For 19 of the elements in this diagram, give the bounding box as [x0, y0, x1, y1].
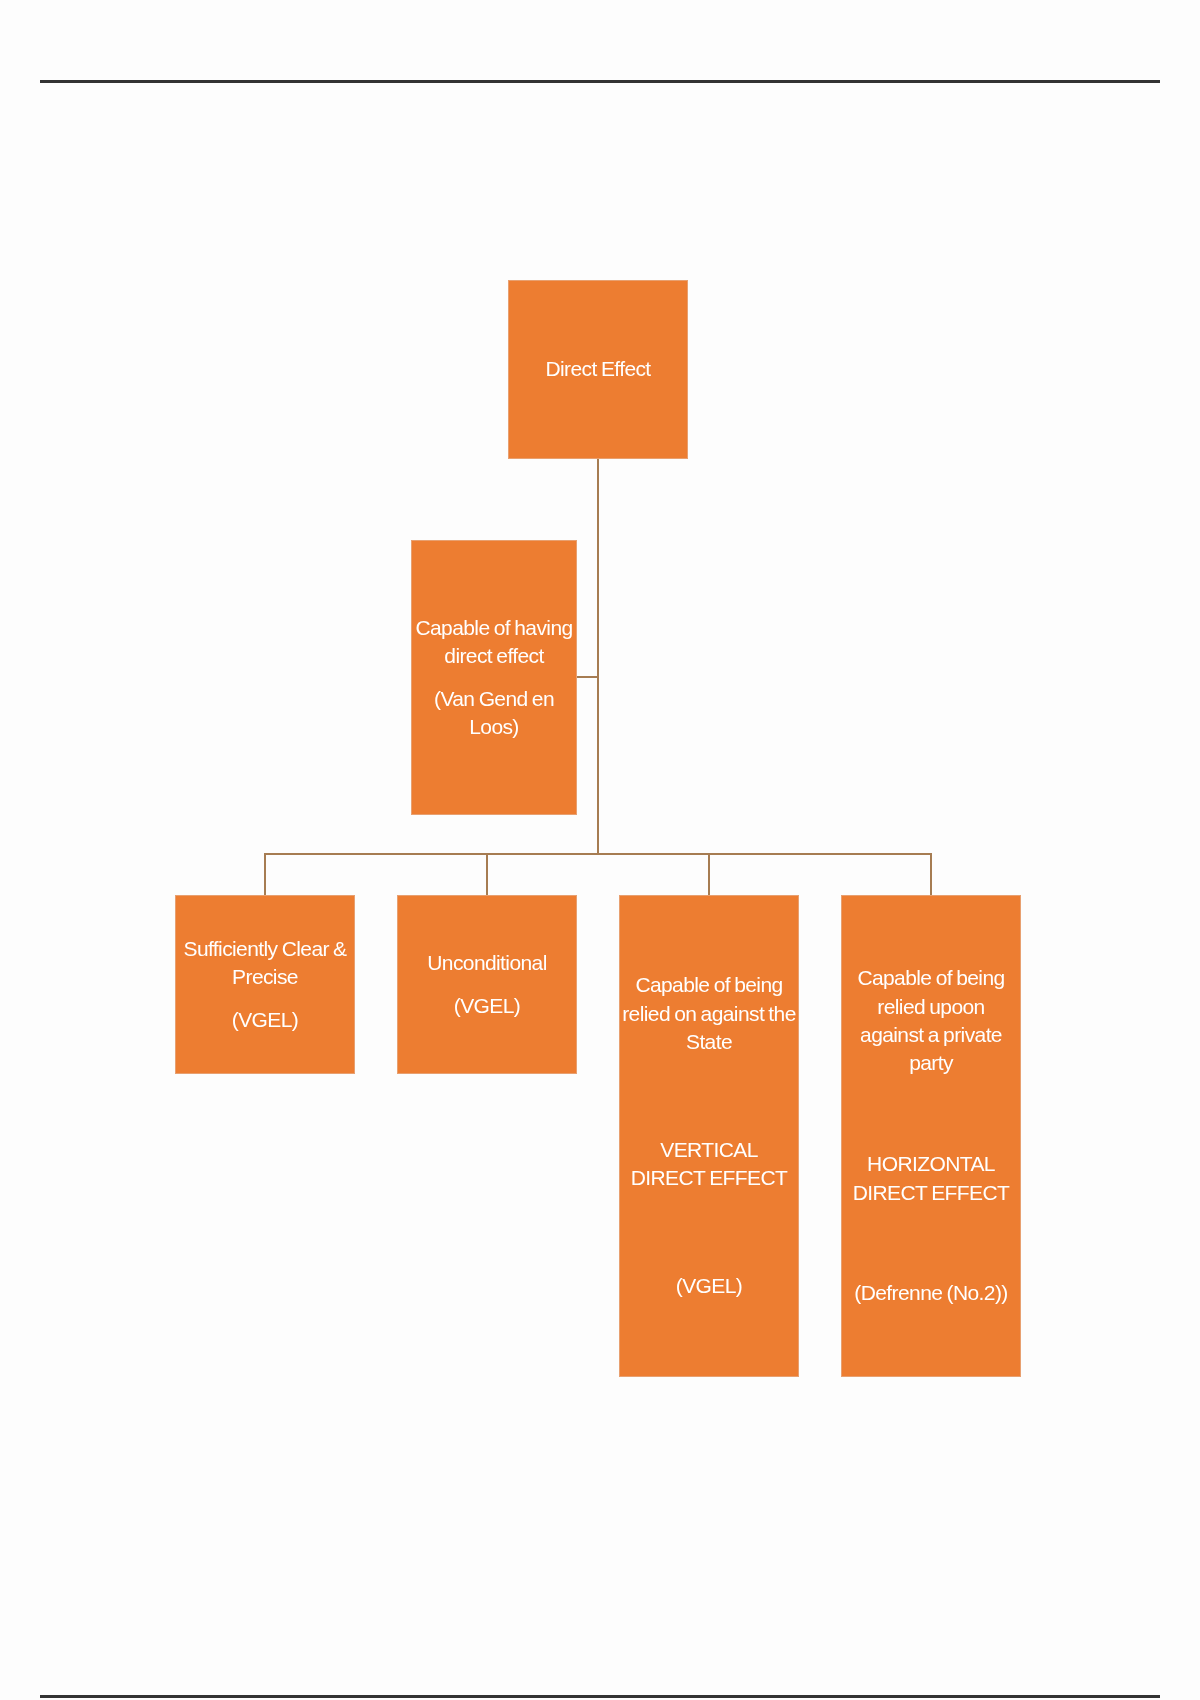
box-label: Direct Effect [545, 356, 651, 383]
box-label: VERTICAL DIRECT EFFECT [629, 1137, 789, 1192]
process-box [411, 540, 577, 815]
process-box [508, 280, 688, 459]
box-label: Capable of having direct effect [414, 614, 574, 670]
box-label: Sufficiently Clear & Precise [182, 936, 348, 991]
process-box [397, 895, 577, 1074]
box-label: HORIZONTAL DIRECT EFFECT [851, 1151, 1011, 1206]
box-label: Capable of being relied upoon against a private party [856, 965, 1006, 1077]
box-label: (VGEL) [231, 1006, 299, 1033]
process-box [619, 895, 799, 1377]
box-label: Unconditional [427, 950, 547, 977]
box-label: (Van Gend en Loos) [433, 685, 555, 740]
box-label: (Defrenne (No.2)) [854, 1280, 1008, 1307]
process-box [841, 895, 1021, 1377]
box-label: Capable of being relied on against the State [622, 972, 796, 1056]
box-label: (VGEL) [453, 992, 521, 1019]
box-label: (VGEL) [675, 1273, 743, 1300]
process-box [175, 895, 355, 1074]
